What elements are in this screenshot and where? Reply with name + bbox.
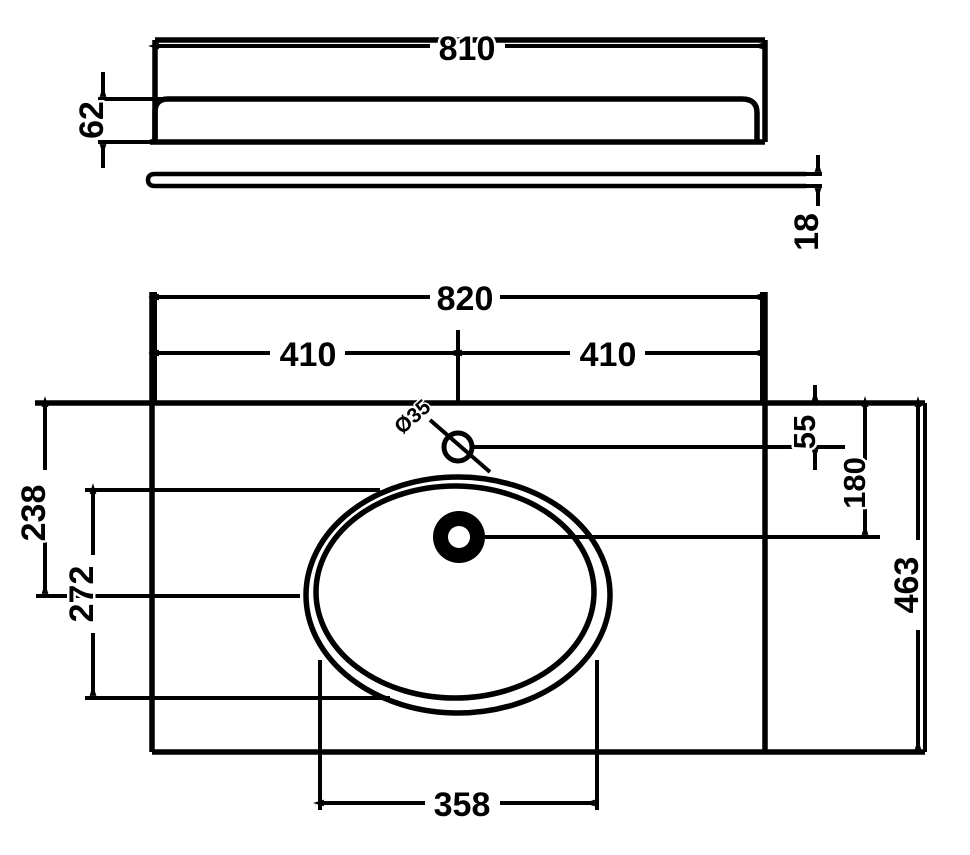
dimension-463: 463 <box>886 396 929 750</box>
dimension-810: 810 <box>148 28 763 71</box>
dimension-410-left: 410 <box>148 334 457 377</box>
dimension-62-label: 62 <box>73 101 111 139</box>
dimension-238: 238 <box>13 396 300 598</box>
dimension-272: 272 <box>61 483 390 700</box>
bowl-outer-ellipse <box>303 474 613 716</box>
edge-profile-view <box>145 171 806 189</box>
dimension-18-label: 18 <box>788 213 826 251</box>
dimension-358: 358 <box>313 660 599 827</box>
dimension-410-right-label: 410 <box>580 336 637 374</box>
dimension-410-left-label: 410 <box>280 336 337 374</box>
dimension-410-right: 410 <box>451 334 761 377</box>
tap-hole-leader: Ø35 <box>389 394 492 474</box>
plan-view <box>35 292 927 755</box>
dimension-238-label: 238 <box>15 485 53 542</box>
bowl-inner-ellipse <box>313 483 597 701</box>
dimension-180-label: 180 <box>837 457 872 509</box>
dimension-810-label: 810 <box>439 30 496 68</box>
dimension-272-label: 272 <box>63 566 101 623</box>
dimension-358-label: 358 <box>434 786 491 824</box>
dimension-55: 55 <box>472 385 845 470</box>
dimension-463-label: 463 <box>888 557 926 614</box>
elevation-profile-shoulder <box>152 96 760 142</box>
dimension-62: 62 <box>71 72 168 168</box>
drain-hole-inner <box>448 526 470 548</box>
front-elevation-view <box>150 37 768 145</box>
tap-hole-leader-line <box>428 418 492 474</box>
strip-left-round <box>145 171 156 189</box>
dimension-820: 820 <box>148 278 764 403</box>
dimension-55-label: 55 <box>787 415 822 449</box>
dimension-18: 18 <box>762 155 829 253</box>
dimension-820-label: 820 <box>437 280 494 318</box>
dimension-180: 180 <box>485 396 880 539</box>
